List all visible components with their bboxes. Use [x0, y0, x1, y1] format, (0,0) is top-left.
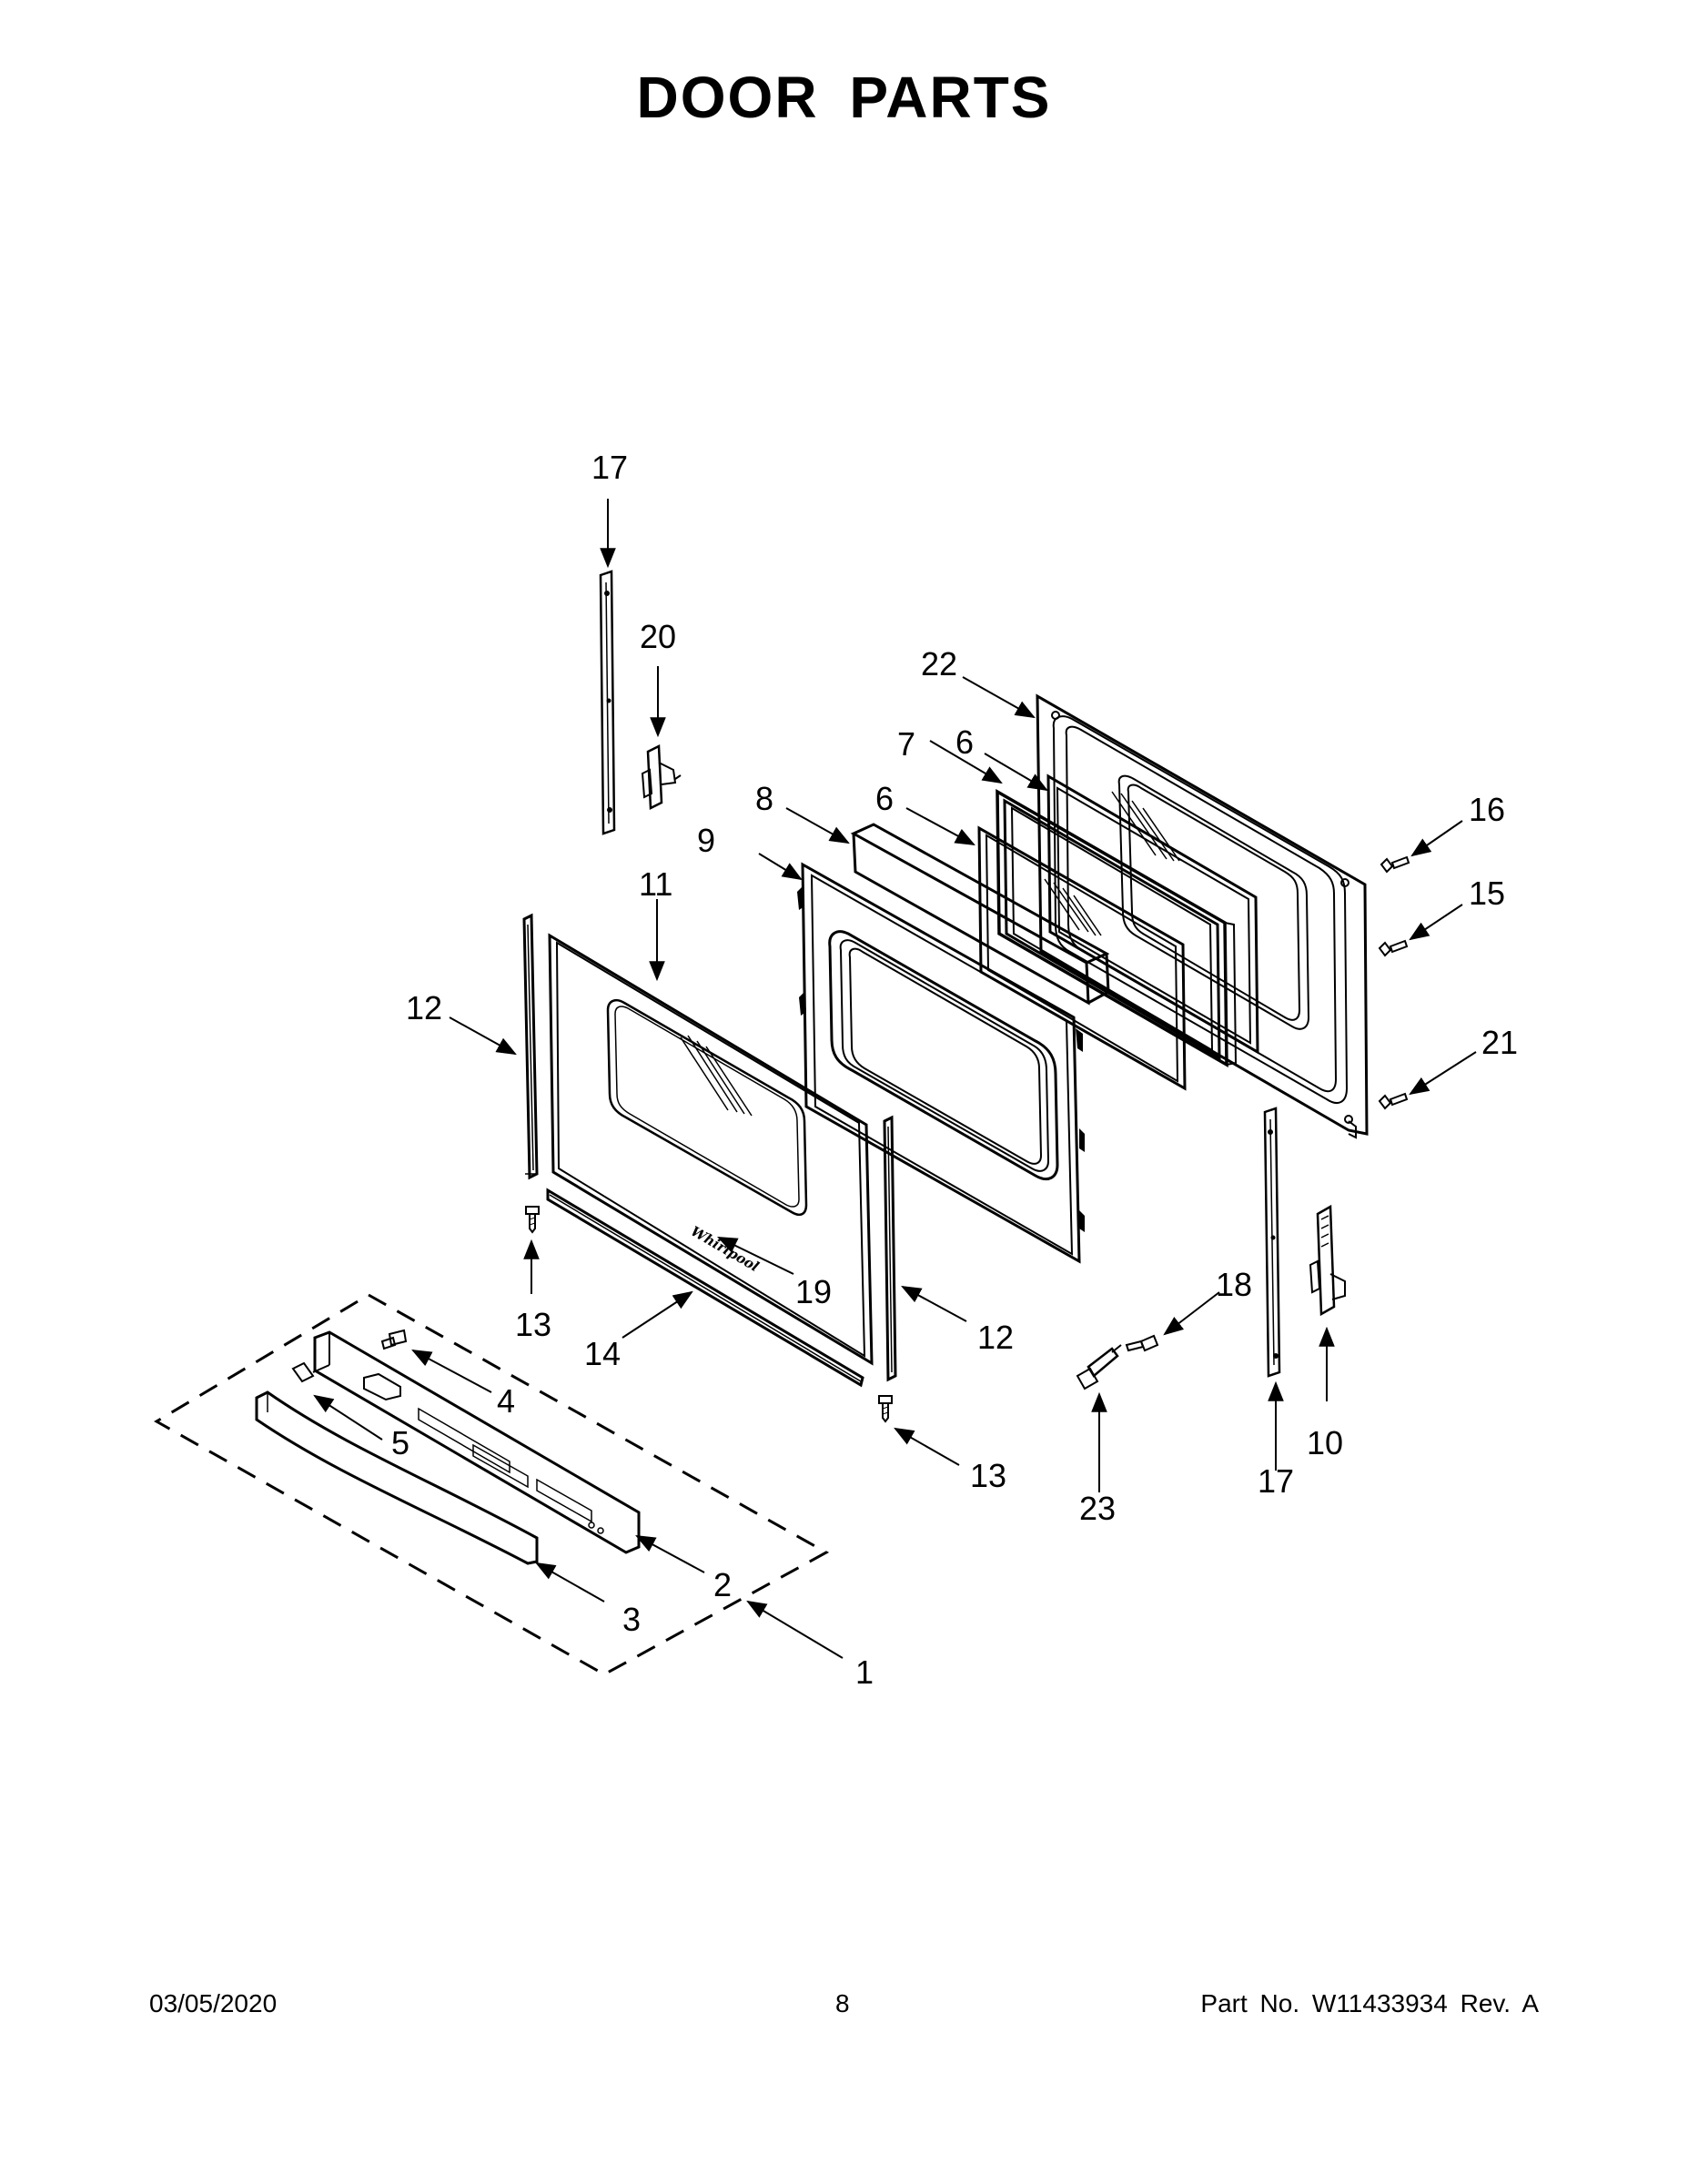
hinge-receiver-right	[1309, 1204, 1346, 1317]
door-insulation	[850, 823, 1110, 1006]
callout-10: 10	[1307, 1424, 1343, 1461]
callout-5: 5	[391, 1424, 409, 1461]
hinge-arm-right	[1263, 1107, 1281, 1378]
screw-left	[525, 1206, 540, 1234]
hinge-arm-left	[599, 570, 616, 835]
callout-16: 16	[1469, 791, 1505, 828]
callout-11: 11	[639, 865, 672, 903]
screw-18	[1125, 1334, 1159, 1352]
leader-lines	[313, 499, 1477, 1659]
door-side-trim-right	[883, 1115, 897, 1382]
callout-4: 4	[497, 1382, 515, 1420]
callout-labels: 17 20 22 7 6 8 6 16 9 15 11 12 21 13 19 …	[391, 449, 1518, 1691]
glass-pack-frame	[996, 788, 1238, 1068]
callout-14: 14	[584, 1335, 621, 1372]
screw-right	[878, 1395, 893, 1423]
callout-3: 3	[622, 1601, 641, 1638]
handle-assembly-outline	[154, 1293, 830, 1676]
door-glass-rear	[1046, 774, 1259, 1055]
door-bottom-trim	[546, 1188, 864, 1388]
callout-17: 17	[591, 449, 628, 486]
callout-7: 7	[897, 725, 915, 763]
hinge-receiver-left	[641, 744, 682, 810]
screw-16	[1380, 855, 1410, 874]
page-title: DOOR PARTS	[636, 65, 1052, 130]
footer-date: 03/05/2020	[149, 1989, 278, 2017]
callout-21: 21	[1481, 1024, 1518, 1061]
door-side-trim-left	[522, 913, 539, 1180]
callout-18: 18	[1216, 1266, 1252, 1303]
callout-1: 1	[855, 1653, 874, 1691]
callout-17: 17	[1258, 1462, 1294, 1500]
callout-6: 6	[875, 780, 894, 817]
inner-door-panel	[1036, 693, 1369, 1139]
callout-13: 13	[970, 1457, 1006, 1494]
door-logo: Whirlpool	[688, 1223, 762, 1275]
callout-9: 9	[697, 822, 715, 859]
callout-12: 12	[406, 989, 442, 1026]
callout-15: 15	[1469, 875, 1505, 912]
callout-20: 20	[640, 618, 676, 655]
callout-6: 6	[955, 723, 974, 761]
screw-4	[380, 1329, 408, 1350]
callout-19: 19	[795, 1273, 832, 1310]
callout-13: 13	[515, 1306, 551, 1343]
footer-part-number: Part No. W11433934 Rev. A	[1200, 1989, 1539, 2017]
callout-23: 23	[1079, 1490, 1116, 1527]
handle-end-cap	[291, 1361, 330, 1383]
callout-2: 2	[713, 1566, 732, 1603]
door-frame	[797, 862, 1085, 1264]
callout-8: 8	[755, 780, 773, 817]
callout-22: 22	[921, 645, 957, 682]
callout-12: 12	[977, 1319, 1014, 1356]
door-switch-bracket	[1076, 1344, 1122, 1390]
screw-21	[1378, 1092, 1409, 1110]
handle-bar	[255, 1390, 539, 1565]
door-glass-middle	[977, 825, 1187, 1091]
footer-page-number: 8	[835, 1989, 850, 2017]
screw-15	[1378, 939, 1409, 957]
